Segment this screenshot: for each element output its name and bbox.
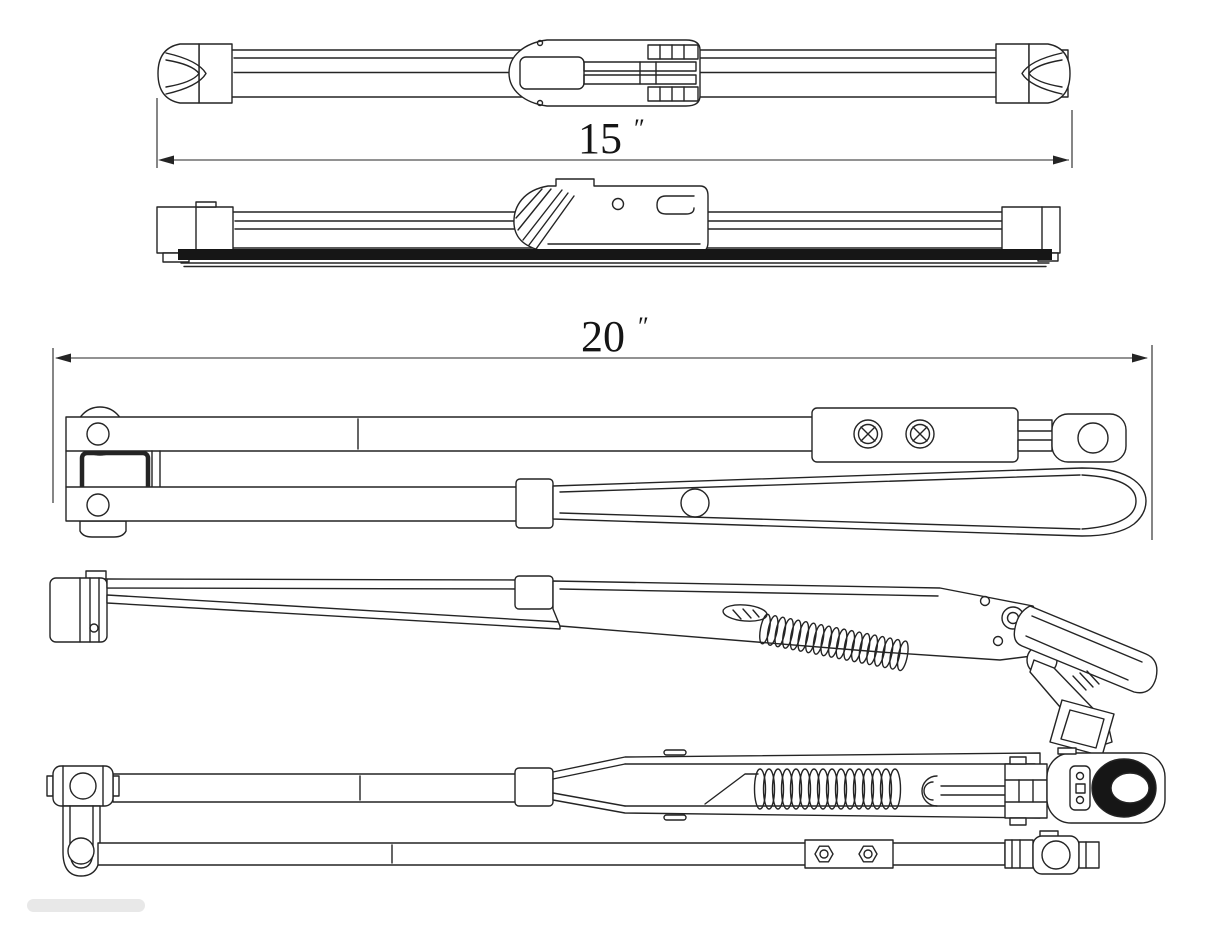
arrow-left-icon	[55, 353, 71, 363]
blade-rubber-strip	[178, 249, 1052, 268]
wiper-blade-top-view	[157, 39, 1071, 107]
divider-bar	[27, 899, 145, 912]
lower-link-bar	[106, 594, 561, 630]
linkage-eye-end	[1004, 830, 1100, 875]
upper-link-bar	[106, 578, 518, 590]
blade-end-cap-right	[995, 43, 1071, 104]
arm-bottom-bar	[65, 486, 518, 522]
blade-length-dimension: 15 ″	[156, 98, 1073, 168]
blade-length-unit: ″	[634, 114, 645, 143]
arm-main-beam	[552, 580, 1041, 673]
arm-adjuster-box	[515, 478, 554, 529]
wiper-arm-side-view	[49, 570, 1158, 757]
screw-left-icon	[853, 419, 883, 449]
arm-top-bar	[65, 416, 837, 452]
wiper-blade-side-view	[156, 178, 1061, 268]
spring-arm-body	[552, 749, 1048, 826]
pivot-socket-head	[1046, 747, 1166, 824]
screw-right-icon	[905, 419, 935, 449]
arm-length-value: 20	[581, 312, 625, 361]
arrow-right-icon	[1053, 155, 1069, 165]
arm-length-unit: ″	[638, 312, 649, 341]
blade-connector-top	[508, 39, 701, 107]
arm-hook-head	[1013, 605, 1158, 757]
pivot-hole	[86, 422, 110, 446]
blade-adapter-side	[513, 178, 709, 253]
arm-mount-block	[49, 570, 108, 643]
spring-clamp	[1004, 756, 1048, 826]
linkage-bar	[97, 830, 1100, 875]
bolt-plate	[804, 839, 894, 869]
arm-pivot-eye	[1051, 413, 1127, 463]
adjuster-box	[514, 767, 554, 807]
hex-bolt-right-icon	[858, 845, 878, 863]
blade-length-value: 15	[578, 114, 622, 163]
wiper-arm-top-view	[65, 406, 1147, 538]
arm-paddle	[552, 467, 1147, 537]
arm-screw-block	[811, 407, 1127, 463]
hex-bolt-left-icon	[814, 845, 834, 863]
retainer-bar	[112, 773, 518, 803]
blade-end-cap-left	[157, 43, 233, 104]
arm-length-dimension: 20 ″	[52, 312, 1153, 540]
blade-end-cap-left-side	[156, 201, 234, 263]
pivot-link-assembly	[46, 765, 120, 877]
adjuster-box	[514, 575, 554, 610]
arrow-right-icon	[1132, 353, 1148, 363]
arrow-left-icon	[158, 155, 174, 165]
wiper-arm-spring-view	[46, 747, 1166, 877]
